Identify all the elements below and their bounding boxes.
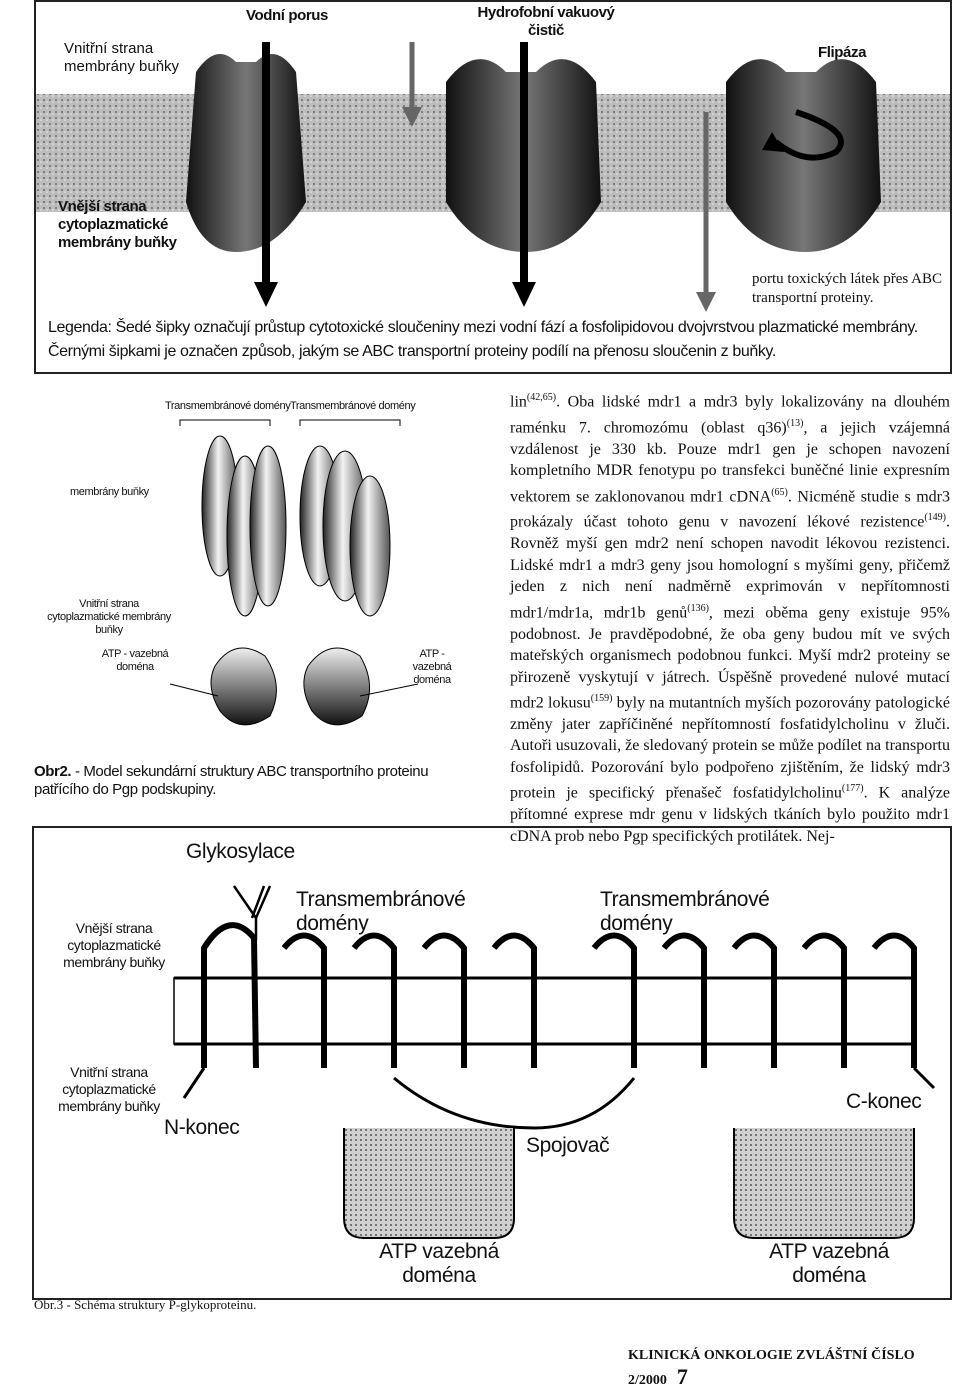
fig3-glyco-label: Glykosylace [186, 840, 295, 864]
fig3-tm-left-label: Transmembránové domény [296, 888, 516, 936]
membrane-bilayer [174, 978, 914, 1044]
fig2-caption: Obr2. - Model sekundární struktury ABC t… [34, 763, 474, 799]
fig2-tm-right: Transmembránové domény [290, 400, 415, 413]
journal-name: KLINICKÁ ONKOLOGIE ZVLÁŠTNÍ ČÍSLO 2/2000 [628, 1348, 915, 1388]
fig2-membrane-label: membrány buňky [70, 486, 149, 499]
atp-domain-right [304, 648, 370, 725]
citation: (13) [787, 418, 804, 429]
fig1-caption-legend: Legenda: Šedé šipky označují průstup cyt… [48, 318, 940, 338]
fig1-vacuum-label: Hydrofobní vakuový čistič [476, 4, 616, 40]
fig3-caption: Obr.3 - Schéma struktury P-glykoproteinu… [34, 1298, 256, 1312]
figure-1: Vnitřní strana membrány buňky Vodní poru… [34, 0, 952, 374]
fig2-tm-left: Transmembránové domény [165, 400, 290, 413]
fig2-atp-left-label: ATP - vazebná doména [90, 648, 180, 674]
tm-helices-right [300, 446, 390, 616]
fig3-n-term-label: N-konec [164, 1116, 239, 1140]
citation: (136) [687, 603, 709, 614]
fig2-caption-bold: Obr2. [34, 763, 71, 780]
atp-domain-right [734, 1128, 914, 1238]
figure-3: Glykosylace Transmembránové domény Trans… [32, 826, 952, 1300]
fig1-caption-black: Černými šipkami je označen způsob, jakým… [48, 342, 940, 362]
fig3-atp-right-b: doména [754, 1264, 904, 1288]
fig3-outer-side-label: Vnější strana cytoplazmatické membrány b… [44, 920, 184, 971]
linker [394, 1078, 634, 1128]
text-run: lin [510, 393, 527, 410]
fig3-c-term-label: C-konec [846, 1090, 921, 1114]
fig1-pore-label: Vodní porus [246, 7, 328, 25]
fig2-atp-right-label: ATP - vazebná doména [402, 648, 462, 687]
n-terminus [184, 1068, 204, 1098]
fig2-caption-text: - Model sekundární struktury ABC transpo… [34, 763, 428, 798]
fig3-atp-right-a: ATP vazebná [754, 1240, 904, 1264]
page-footer: KLINICKÁ ONKOLOGIE ZVLÁŠTNÍ ČÍSLO 2/2000… [628, 1348, 948, 1390]
tm-loops-right [594, 936, 914, 1069]
citation: (65) [771, 487, 788, 498]
citation: (149) [924, 512, 946, 523]
citation: (42,65) [527, 392, 556, 403]
atp-domain-left [344, 1128, 514, 1238]
fig2-inner-side-label: Vnitřní strana cytoplazmatické membrány … [44, 598, 174, 637]
fig3-inner-side-label: Vnitřní strana cytoplazmatické membrány … [44, 1064, 174, 1115]
body-text-column: lin(42,65). Oba lidské mdr1 a mdr3 byly … [510, 387, 950, 847]
citation: (177) [842, 783, 864, 794]
fig3-linker-label: Spojovač [526, 1134, 609, 1158]
fig1-flippase-label: Flipáza [818, 44, 866, 62]
atp-domain-left [211, 648, 276, 725]
body-paragraph: lin(42,65). Oba lidské mdr1 a mdr3 byly … [510, 387, 950, 847]
tm-helices-left [202, 436, 286, 616]
citation: (159) [591, 693, 613, 704]
fig3-atp-left-b: doména [364, 1264, 514, 1288]
fig1-inner-side-label: Vnitřní strana membrány buňky [64, 40, 224, 76]
fig1-outer-side-label: Vnější strana cytoplazmatické membrány b… [58, 198, 218, 252]
fig3-atp-left-a: ATP vazebná [364, 1240, 514, 1264]
figure-2-illustration [40, 386, 480, 746]
fig1-note: portu toxických látek přes ABC transport… [752, 270, 948, 308]
fig3-tm-right-label: Transmembránové domény [600, 888, 820, 936]
tm-loops-left [204, 925, 534, 1068]
c-terminus [914, 1068, 934, 1088]
